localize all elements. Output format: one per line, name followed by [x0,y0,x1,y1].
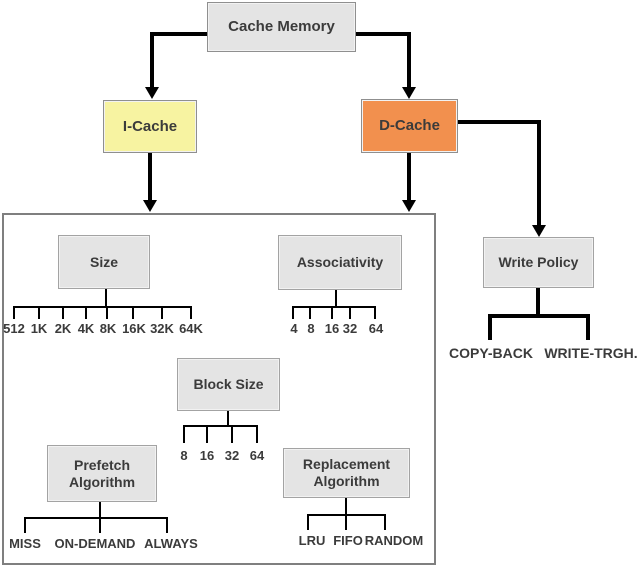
block-size-leaf-32: 32 [224,448,240,463]
associativity-leaf-64: 64 [368,321,384,336]
block-size-leaf-16: 16 [199,448,215,463]
node-i-cache: I-Cache [103,100,197,153]
size-leaf-64k: 64K [179,321,203,336]
replacement-leaf-random: RANDOM [364,533,424,548]
node-size: Size [58,235,150,289]
node-i-cache-label: I-Cache [122,117,178,135]
size-leaf-1k: 1K [30,321,48,336]
connector-cachememory-to-icache [145,32,207,99]
size-leaf-16k: 16K [122,321,146,336]
node-write-policy: Write Policy [483,237,594,288]
prefetch-leaf-always: ALWAYS [144,536,198,551]
associativity-leaf-16: 16 [324,321,340,336]
replacement-leaf-lru: LRU [298,533,326,548]
tree-block-size [183,411,258,443]
connector-cachememory-to-dcache [356,32,416,99]
size-leaf-8k: 8K [99,321,117,336]
node-prefetch-algorithm: Prefetch Algorithm [47,445,157,502]
node-d-cache: D-Cache [361,99,458,153]
size-leaf-512: 512 [3,321,25,336]
write-policy-leaf-write-trgh: WRITE-TRGH. [544,345,638,361]
node-replacement-algorithm: Replacement Algorithm [283,448,410,498]
associativity-leaf-4: 4 [290,321,298,336]
node-associativity-label: Associativity [296,254,384,271]
connector-icache-to-container [143,153,157,212]
tree-write-policy [488,288,590,340]
associativity-leaf-32: 32 [342,321,358,336]
node-d-cache-label: D-Cache [379,117,440,134]
tree-prefetch [24,502,168,533]
block-size-leaf-8: 8 [180,448,188,463]
node-associativity: Associativity [278,235,402,290]
size-leaf-32k: 32K [150,321,174,336]
node-size-label: Size [89,253,118,270]
connector-dcache-to-container [402,153,416,212]
block-size-leaf-64: 64 [249,448,265,463]
prefetch-leaf-miss: MISS [9,536,41,551]
tree-size [13,289,192,319]
node-block-size-label: Block Size [193,376,264,393]
node-cache-memory-label: Cache Memory [228,18,335,35]
node-block-size: Block Size [177,358,280,411]
node-prefetch-algorithm-label: Prefetch Algorithm [68,456,136,490]
write-policy-leaf-copy-back: COPY-BACK [448,345,534,361]
tree-associativity [292,290,376,319]
replacement-leaf-fifo: FIFO [333,533,363,548]
node-write-policy-label: Write Policy [498,254,579,271]
tree-replacement [307,498,386,530]
node-replacement-algorithm-label: Replacement Algorithm [302,456,391,489]
size-leaf-2k: 2K [54,321,72,336]
prefetch-leaf-on-demand: ON-DEMAND [54,536,136,551]
connector-dcache-to-writepolicy [458,120,546,237]
associativity-leaf-8: 8 [307,321,315,336]
size-leaf-4k: 4K [77,321,95,336]
node-cache-memory: Cache Memory [207,2,356,52]
